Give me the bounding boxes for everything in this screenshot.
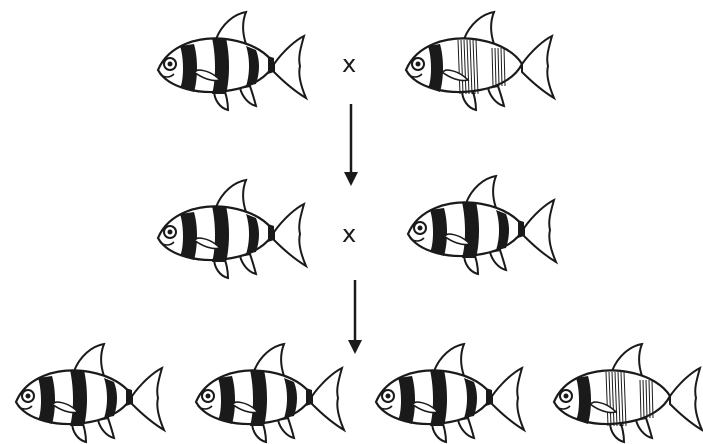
cross-symbol-f1: x (342, 222, 356, 246)
f2-fish-2 (188, 340, 348, 444)
parent-fish-banded (150, 8, 310, 112)
parent-fish-striated (398, 8, 558, 112)
f1-fish-right (400, 172, 560, 276)
cross-symbol-parents: x (342, 52, 356, 76)
down-arrow-icon (340, 100, 362, 188)
f2-fish-3 (368, 340, 528, 444)
f2-fish-4 (546, 340, 703, 444)
f2-fish-1 (8, 340, 168, 444)
f1-fish-left (150, 176, 310, 280)
